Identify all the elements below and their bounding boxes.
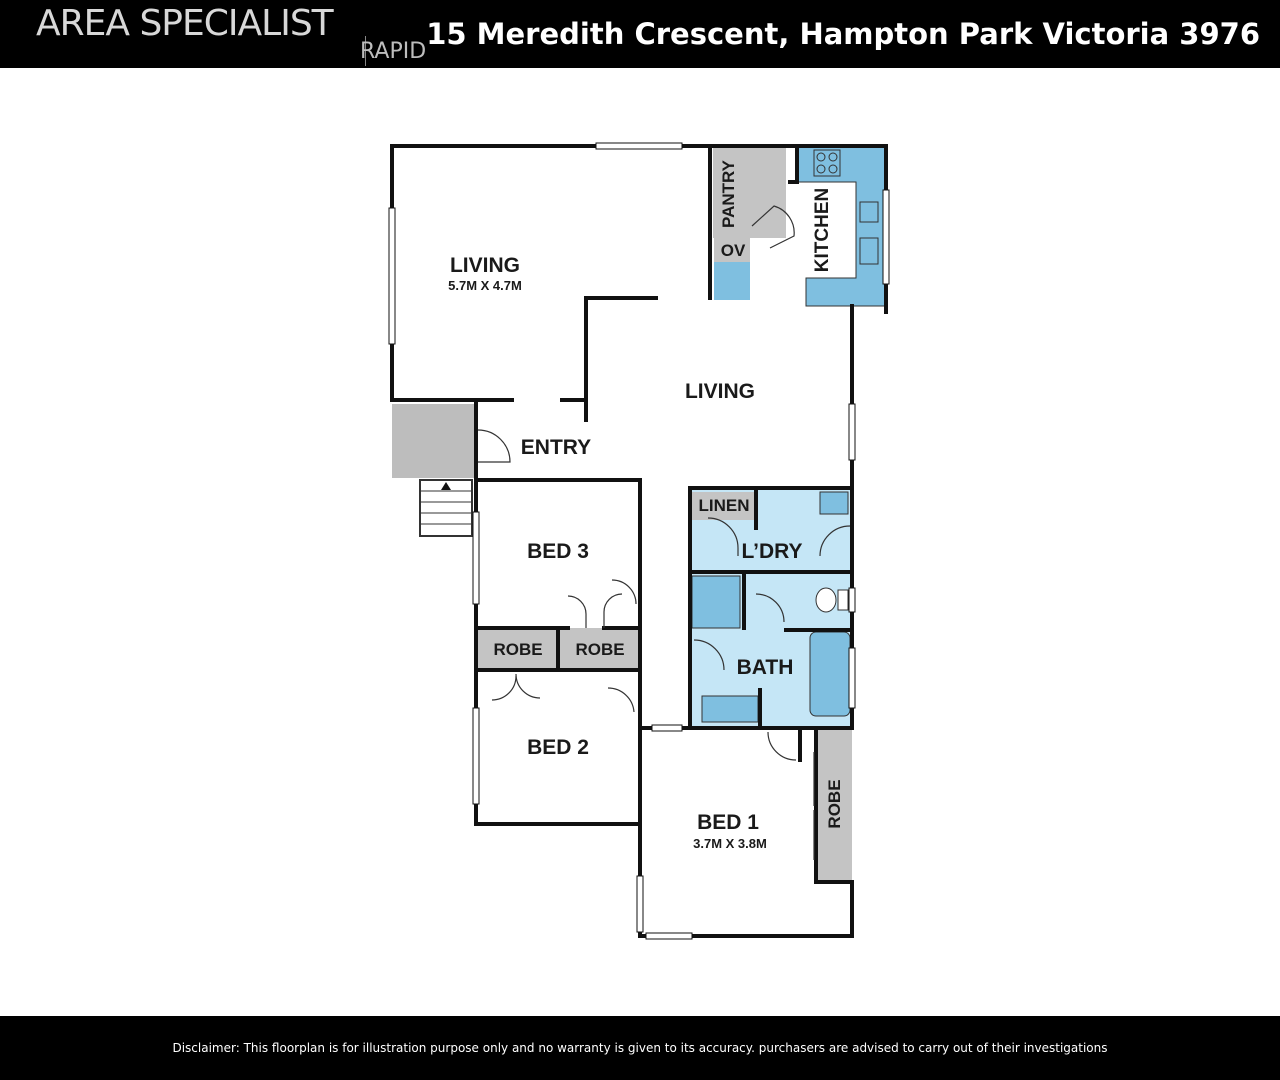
shower-icon <box>691 575 741 629</box>
label-robe-bed1: ROBE <box>825 779 844 828</box>
label-bed1: BED 1 <box>697 811 759 834</box>
cooktop-icon <box>813 149 841 177</box>
label-bed2: BED 2 <box>527 736 589 759</box>
toilet-icon <box>815 587 837 613</box>
label-bed3: BED 3 <box>527 540 589 563</box>
walls <box>390 144 888 938</box>
pantry-cupboard <box>713 148 786 238</box>
label-robe-b: ROBE <box>575 640 624 659</box>
property-address: 15 Meredith Crescent, Hampton Park Victo… <box>426 17 1260 51</box>
label-pantry: PANTRY <box>719 159 738 228</box>
sink-icon <box>859 201 879 223</box>
footer-bar: Disclaimer: This floorplan is for illust… <box>0 1016 1280 1080</box>
dims-living-main: 5.7M X 4.7M <box>448 278 522 293</box>
vanity-icon <box>701 695 759 723</box>
oven-cabinet <box>714 238 750 262</box>
brand-logo: AREA SPECIALIST <box>36 3 334 44</box>
entry-landing <box>392 404 474 478</box>
robe-bed3-right <box>560 628 640 668</box>
door-swings <box>477 205 851 860</box>
robe-bed3-left <box>478 628 558 668</box>
header-bar: AREA SPECIALIST RAPID 15 Meredith Cresce… <box>0 0 1280 68</box>
windows <box>388 142 890 940</box>
label-robe-a: ROBE <box>493 640 542 659</box>
linen-cupboard <box>692 492 756 520</box>
label-living-main: LIVING <box>450 254 520 277</box>
label-living-second: LIVING <box>685 380 755 403</box>
brand-divider <box>365 36 366 66</box>
brand-subtitle: RAPID <box>360 39 427 64</box>
laundry-tub-icon <box>819 491 849 515</box>
disclaimer-text: Disclaimer: This floorplan is for illust… <box>172 1041 1108 1055</box>
cooktop-bench <box>714 262 750 300</box>
label-linen: LINEN <box>699 496 750 515</box>
kitchen-bench <box>796 145 887 307</box>
bathtub-icon <box>809 631 851 717</box>
label-entry: ENTRY <box>521 436 591 459</box>
entry-stairs <box>419 479 473 537</box>
robe-bed1 <box>816 730 852 880</box>
label-laundry: L’DRY <box>741 540 802 563</box>
label-oven: OV <box>721 241 746 260</box>
floor-plan: LIVING 5.7M X 4.7M LIVING ENTRY PANTRY O… <box>388 142 890 940</box>
dims-bed1: 3.7M X 3.8M <box>693 836 767 851</box>
label-kitchen: KITCHEN <box>812 188 833 272</box>
label-bath: BATH <box>737 656 794 679</box>
